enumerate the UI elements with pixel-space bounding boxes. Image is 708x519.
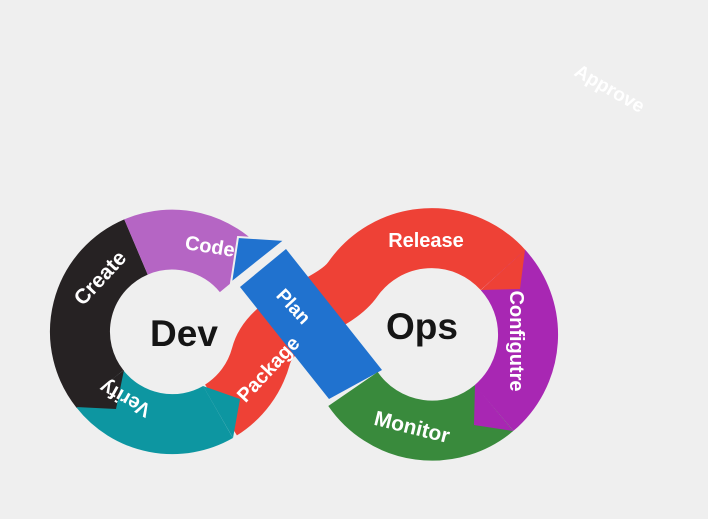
code-segment (124, 209, 267, 294)
create-segment (49, 219, 149, 408)
release-label: Release (388, 230, 464, 252)
release-arrowhead (481, 250, 525, 290)
package-release-band (204, 208, 526, 436)
create-arrowhead (76, 370, 124, 409)
configure-label: Configutre (505, 290, 527, 391)
plan-arrowhead (229, 235, 288, 286)
verify-arrowhead (203, 386, 240, 438)
dev-label: Dev (150, 313, 218, 354)
configure-arrowhead (474, 385, 513, 431)
plan-band (240, 249, 382, 399)
ops-label: Ops (386, 306, 458, 347)
plan-band-gap (234, 243, 284, 285)
